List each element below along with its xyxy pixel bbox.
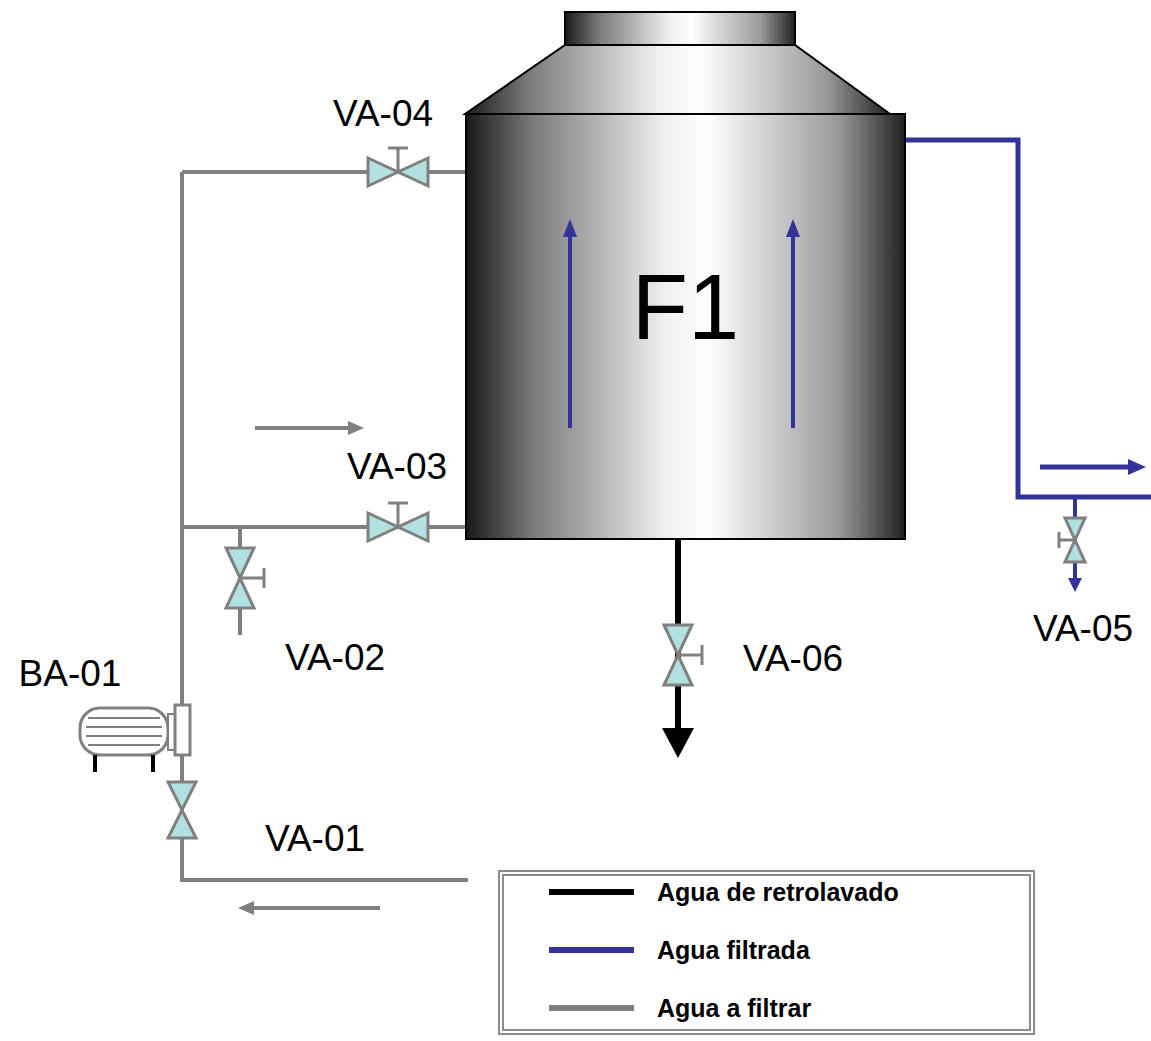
valve-symbol — [398, 158, 428, 186]
legend-text: Agua de retrolavado — [657, 878, 899, 906]
valve-symbol — [168, 782, 196, 810]
valve-tag: VA-01 — [265, 820, 365, 857]
valve-symbol — [226, 548, 254, 578]
legend-box: Agua de retrolavadoAgua filtradaAgua a f… — [498, 870, 1035, 1035]
valve-symbol — [168, 810, 196, 838]
legend-entry: Agua de retrolavado — [657, 880, 899, 905]
tank-label: F1 — [467, 261, 904, 353]
valve-handle — [678, 645, 702, 665]
equipment-tag: VA-06 — [743, 638, 843, 679]
equipment-tag: VA-03 — [347, 446, 447, 487]
flow-arrow — [255, 426, 350, 430]
filtered-pipe — [890, 140, 1151, 497]
filter-tank: F1 — [465, 113, 906, 540]
motor-fins — [86, 718, 162, 745]
valve-handle — [388, 148, 408, 172]
tank-cone — [465, 45, 890, 114]
tank-cap — [565, 12, 795, 45]
legend-text: Agua a filtrar — [657, 994, 811, 1022]
valve-symbol — [664, 655, 692, 685]
legend-swatch — [549, 1005, 634, 1011]
valve-tag: VA-02 — [285, 639, 385, 676]
legend-entry: Agua filtrada — [657, 938, 810, 963]
equipment-tag: VA-01 — [265, 818, 365, 859]
valve-tag: VA-04 — [333, 95, 433, 132]
valve-handle — [1059, 532, 1075, 548]
flow-arrow — [1040, 465, 1130, 470]
valve-symbol — [664, 625, 692, 655]
pump-motor — [80, 708, 168, 755]
valve-tag: BA-01 — [19, 655, 122, 692]
equipment-tag: BA-01 — [19, 653, 122, 694]
valve-handle — [240, 568, 264, 588]
flow-arrow-head — [786, 219, 800, 237]
legend-swatch — [549, 947, 634, 953]
valve-tag: VA-06 — [743, 640, 843, 677]
pump-legs — [95, 755, 153, 772]
legend-entry: Agua a filtrar — [657, 996, 811, 1021]
valve-symbol — [226, 578, 254, 608]
valve-symbol — [368, 513, 398, 541]
flow-arrow-head — [563, 219, 577, 237]
flow-arrow-head — [662, 728, 694, 758]
valve-symbol — [1065, 540, 1085, 562]
flow-arrow — [252, 906, 380, 910]
flow-arrow-head — [1128, 459, 1146, 475]
flow-arrow — [791, 233, 795, 428]
flow-arrow-head — [238, 901, 254, 915]
equipment-tag: VA-02 — [285, 637, 385, 678]
equipment-tag: VA-04 — [333, 93, 433, 134]
feed-pipe — [182, 755, 468, 880]
valve-tag: VA-03 — [347, 448, 447, 485]
valve-symbol — [368, 158, 398, 186]
equipment-tag: VA-05 — [1033, 608, 1133, 649]
flow-arrow-head — [1068, 578, 1082, 592]
legend-swatch — [549, 889, 634, 895]
pump-head — [175, 705, 190, 755]
valve-handle — [388, 503, 408, 527]
legend-text: Agua filtrada — [657, 936, 810, 964]
feed-pipe — [180, 172, 184, 705]
flow-arrow-head — [348, 421, 364, 435]
valve-tag: VA-05 — [1033, 610, 1133, 647]
flow-arrow — [568, 233, 572, 428]
valve-symbol — [398, 513, 428, 541]
